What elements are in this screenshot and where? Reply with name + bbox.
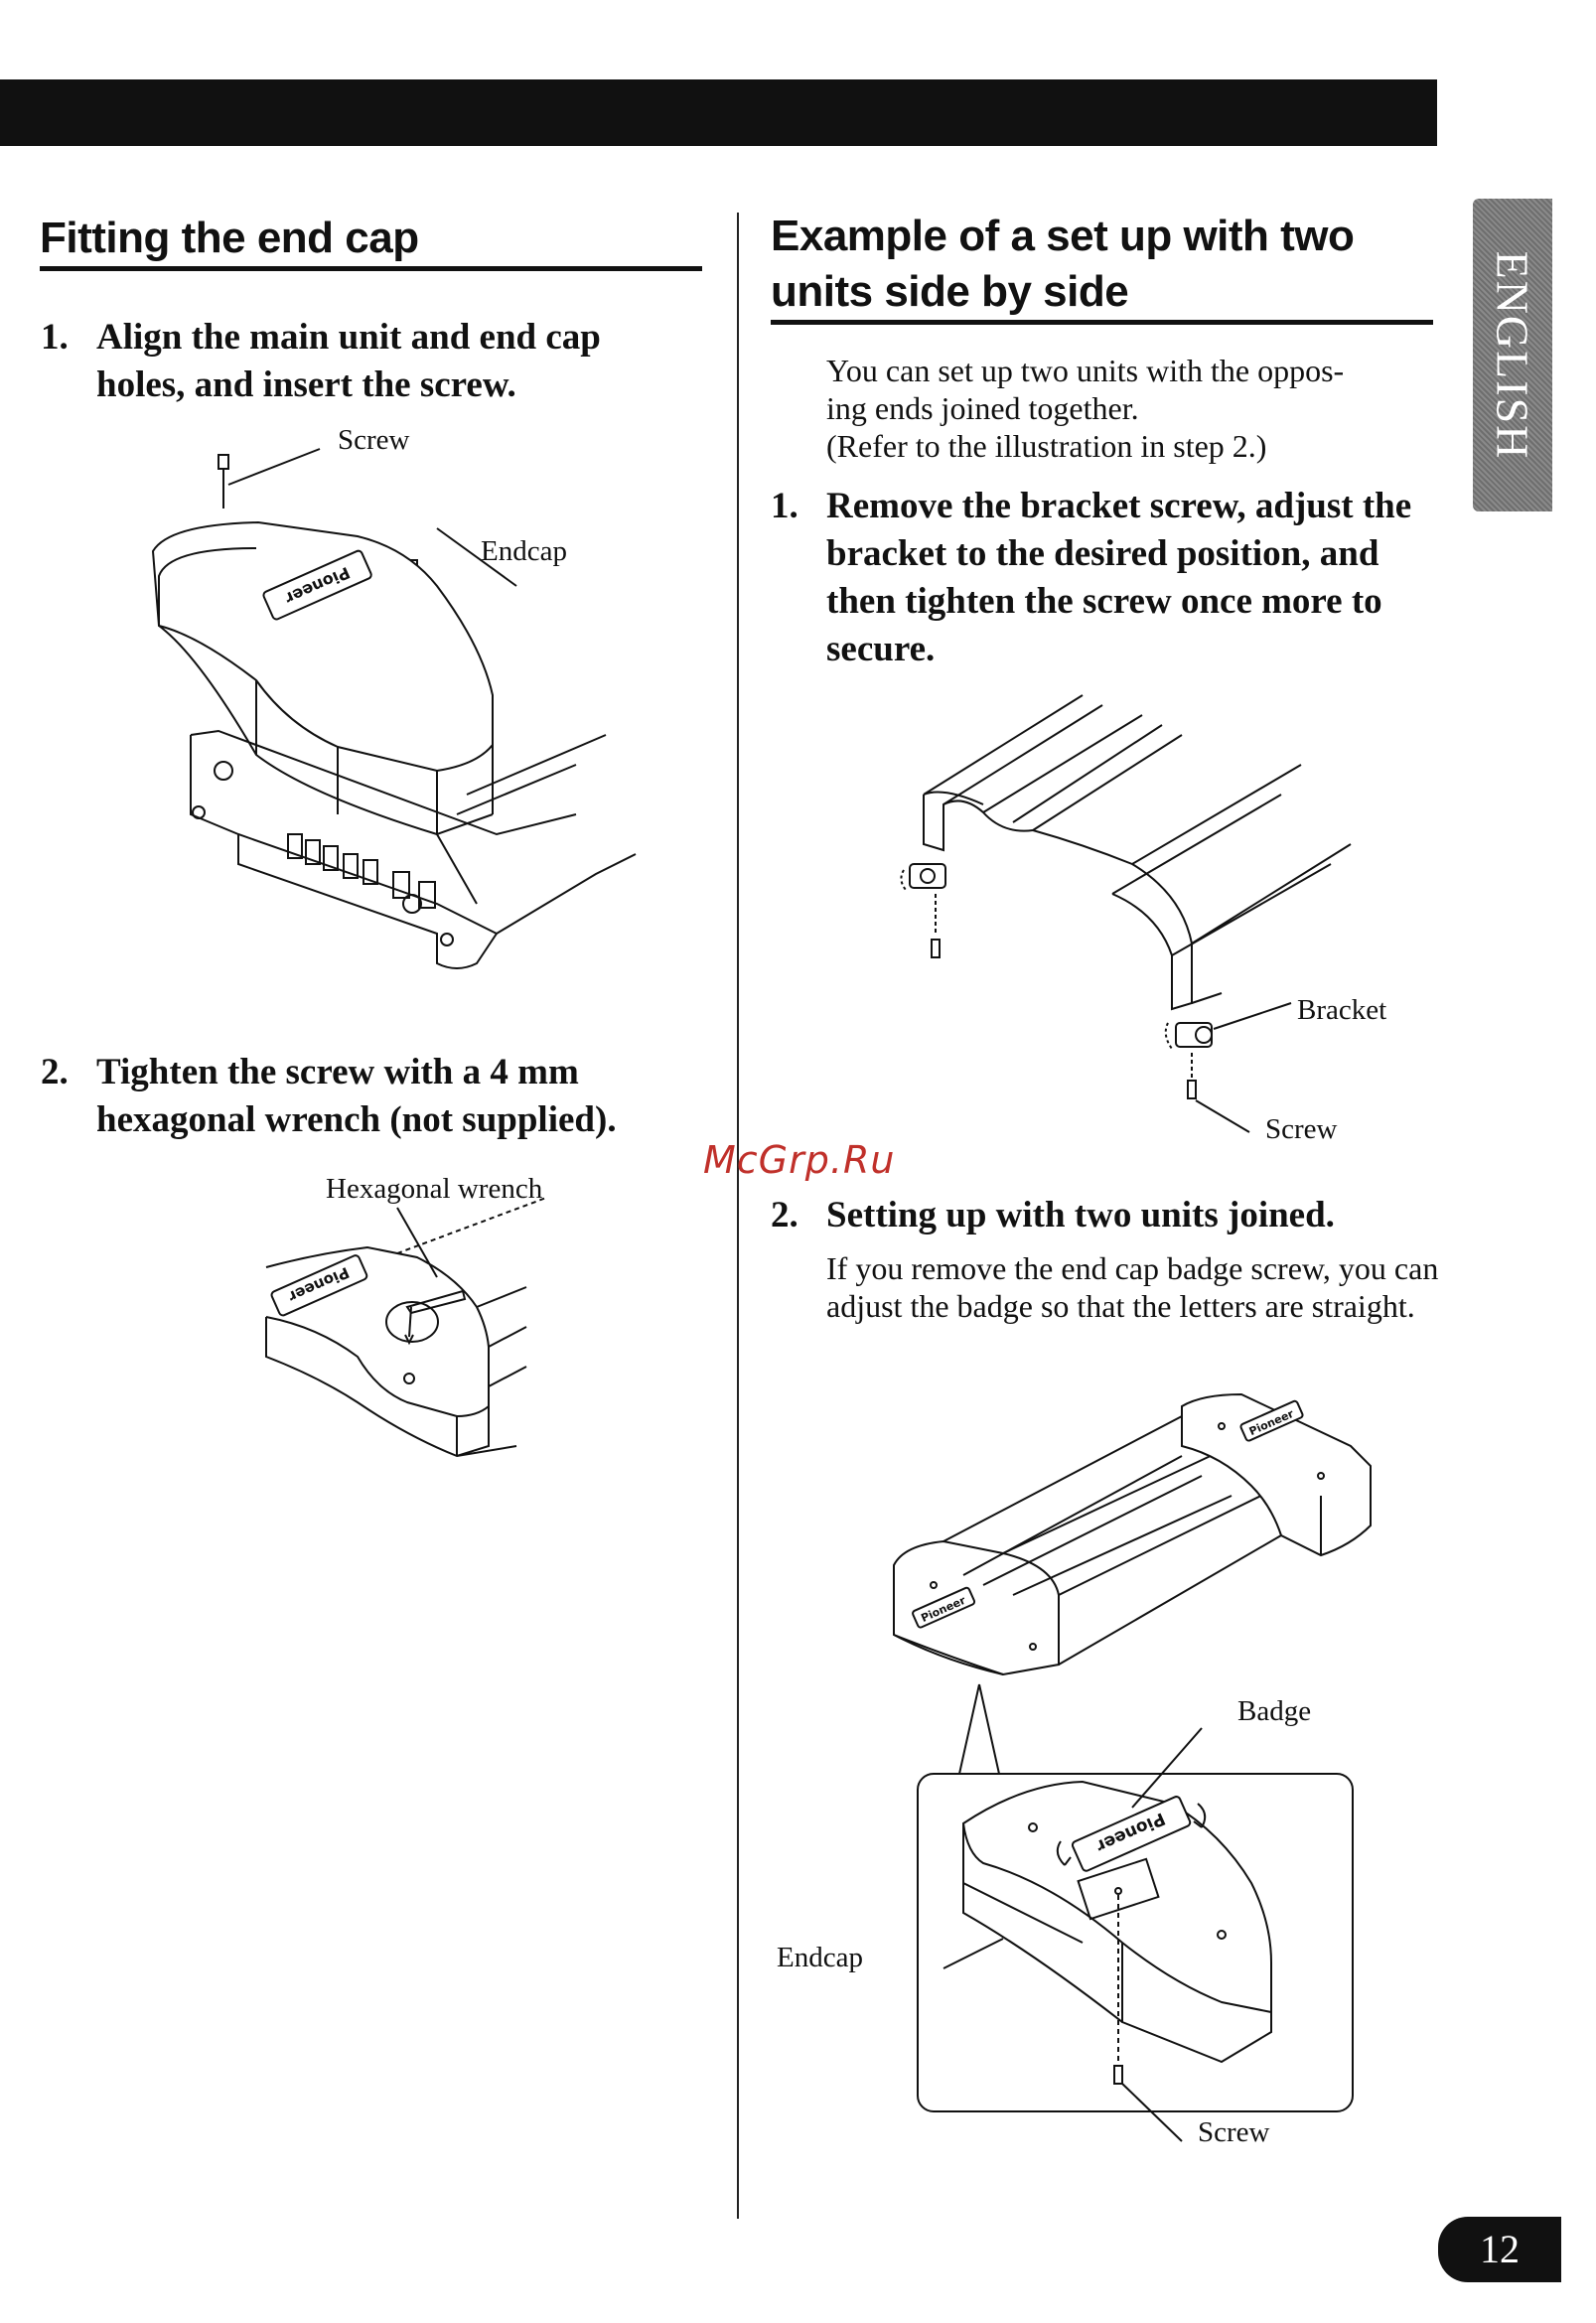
section-heading-two-units: Example of a set up with two units side …	[771, 212, 1355, 316]
step-number: 1.	[41, 317, 69, 358]
step-number: 1.	[771, 486, 798, 526]
step-number: 2.	[771, 1195, 798, 1235]
language-tab: ENGLISH	[1473, 199, 1552, 511]
heading-rule-right	[771, 320, 1433, 325]
step-text: Remove the bracket screw, adjust the bra…	[826, 486, 1412, 669]
watermark: McGrp.Ru	[703, 1138, 896, 1182]
intro-line-3: (Refer to the illustration in step 2.)	[826, 428, 1267, 464]
intro-line-1: You can set up two units with the oppos-	[826, 353, 1345, 388]
step-text: Align the main unit and end cap holes, a…	[96, 317, 601, 405]
label-screw-fig1: Screw	[338, 424, 410, 456]
figure-hexagonal-wrench: Pioneer	[258, 1208, 536, 1506]
step-2-left: 2. Tighten the screw with a 4 mm hexagon…	[41, 1049, 712, 1144]
section-heading-end-cap: Fitting the end cap	[40, 214, 419, 262]
label-screw-fig4: Screw	[1198, 2116, 1270, 2148]
step-number: 2.	[41, 1052, 69, 1092]
step-2-description: If you remove the end cap badge screw, y…	[826, 1250, 1439, 1324]
step-1-right: 1. Remove the bracket screw, adjust the …	[771, 483, 1432, 673]
label-screw-fig3: Screw	[1265, 1113, 1338, 1145]
figure-two-units: Pioneer Pioneer Pioneer	[884, 1386, 1380, 2141]
label-endcap-fig4: Endcap	[777, 1942, 863, 1973]
intro-line-2: ing ends joined together.	[826, 390, 1139, 426]
language-tab-label: ENGLISH	[1487, 250, 1538, 460]
column-divider	[737, 213, 739, 2219]
label-hexagonal-wrench: Hexagonal wrench	[326, 1173, 543, 1205]
figure-endcap-fitting: Pioneer	[139, 437, 646, 973]
heading-rule-left	[40, 266, 702, 271]
step-2-right: 2. Setting up with two units joined.	[771, 1192, 1432, 1239]
label-bracket: Bracket	[1297, 994, 1387, 1026]
step-1-left: 1. Align the main unit and end cap holes…	[41, 314, 692, 409]
step-text: Tighten the screw with a 4 mm hexagonal …	[96, 1052, 617, 1140]
label-badge: Badge	[1237, 1695, 1312, 1727]
step-text: Setting up with two units joined.	[826, 1195, 1335, 1235]
page-number: 12	[1438, 2217, 1561, 2282]
header-bar	[0, 79, 1437, 146]
intro-paragraph: You can set up two units with the oppos-…	[826, 352, 1462, 465]
figure-bracket	[884, 695, 1380, 1122]
label-endcap-fig1: Endcap	[481, 535, 567, 567]
